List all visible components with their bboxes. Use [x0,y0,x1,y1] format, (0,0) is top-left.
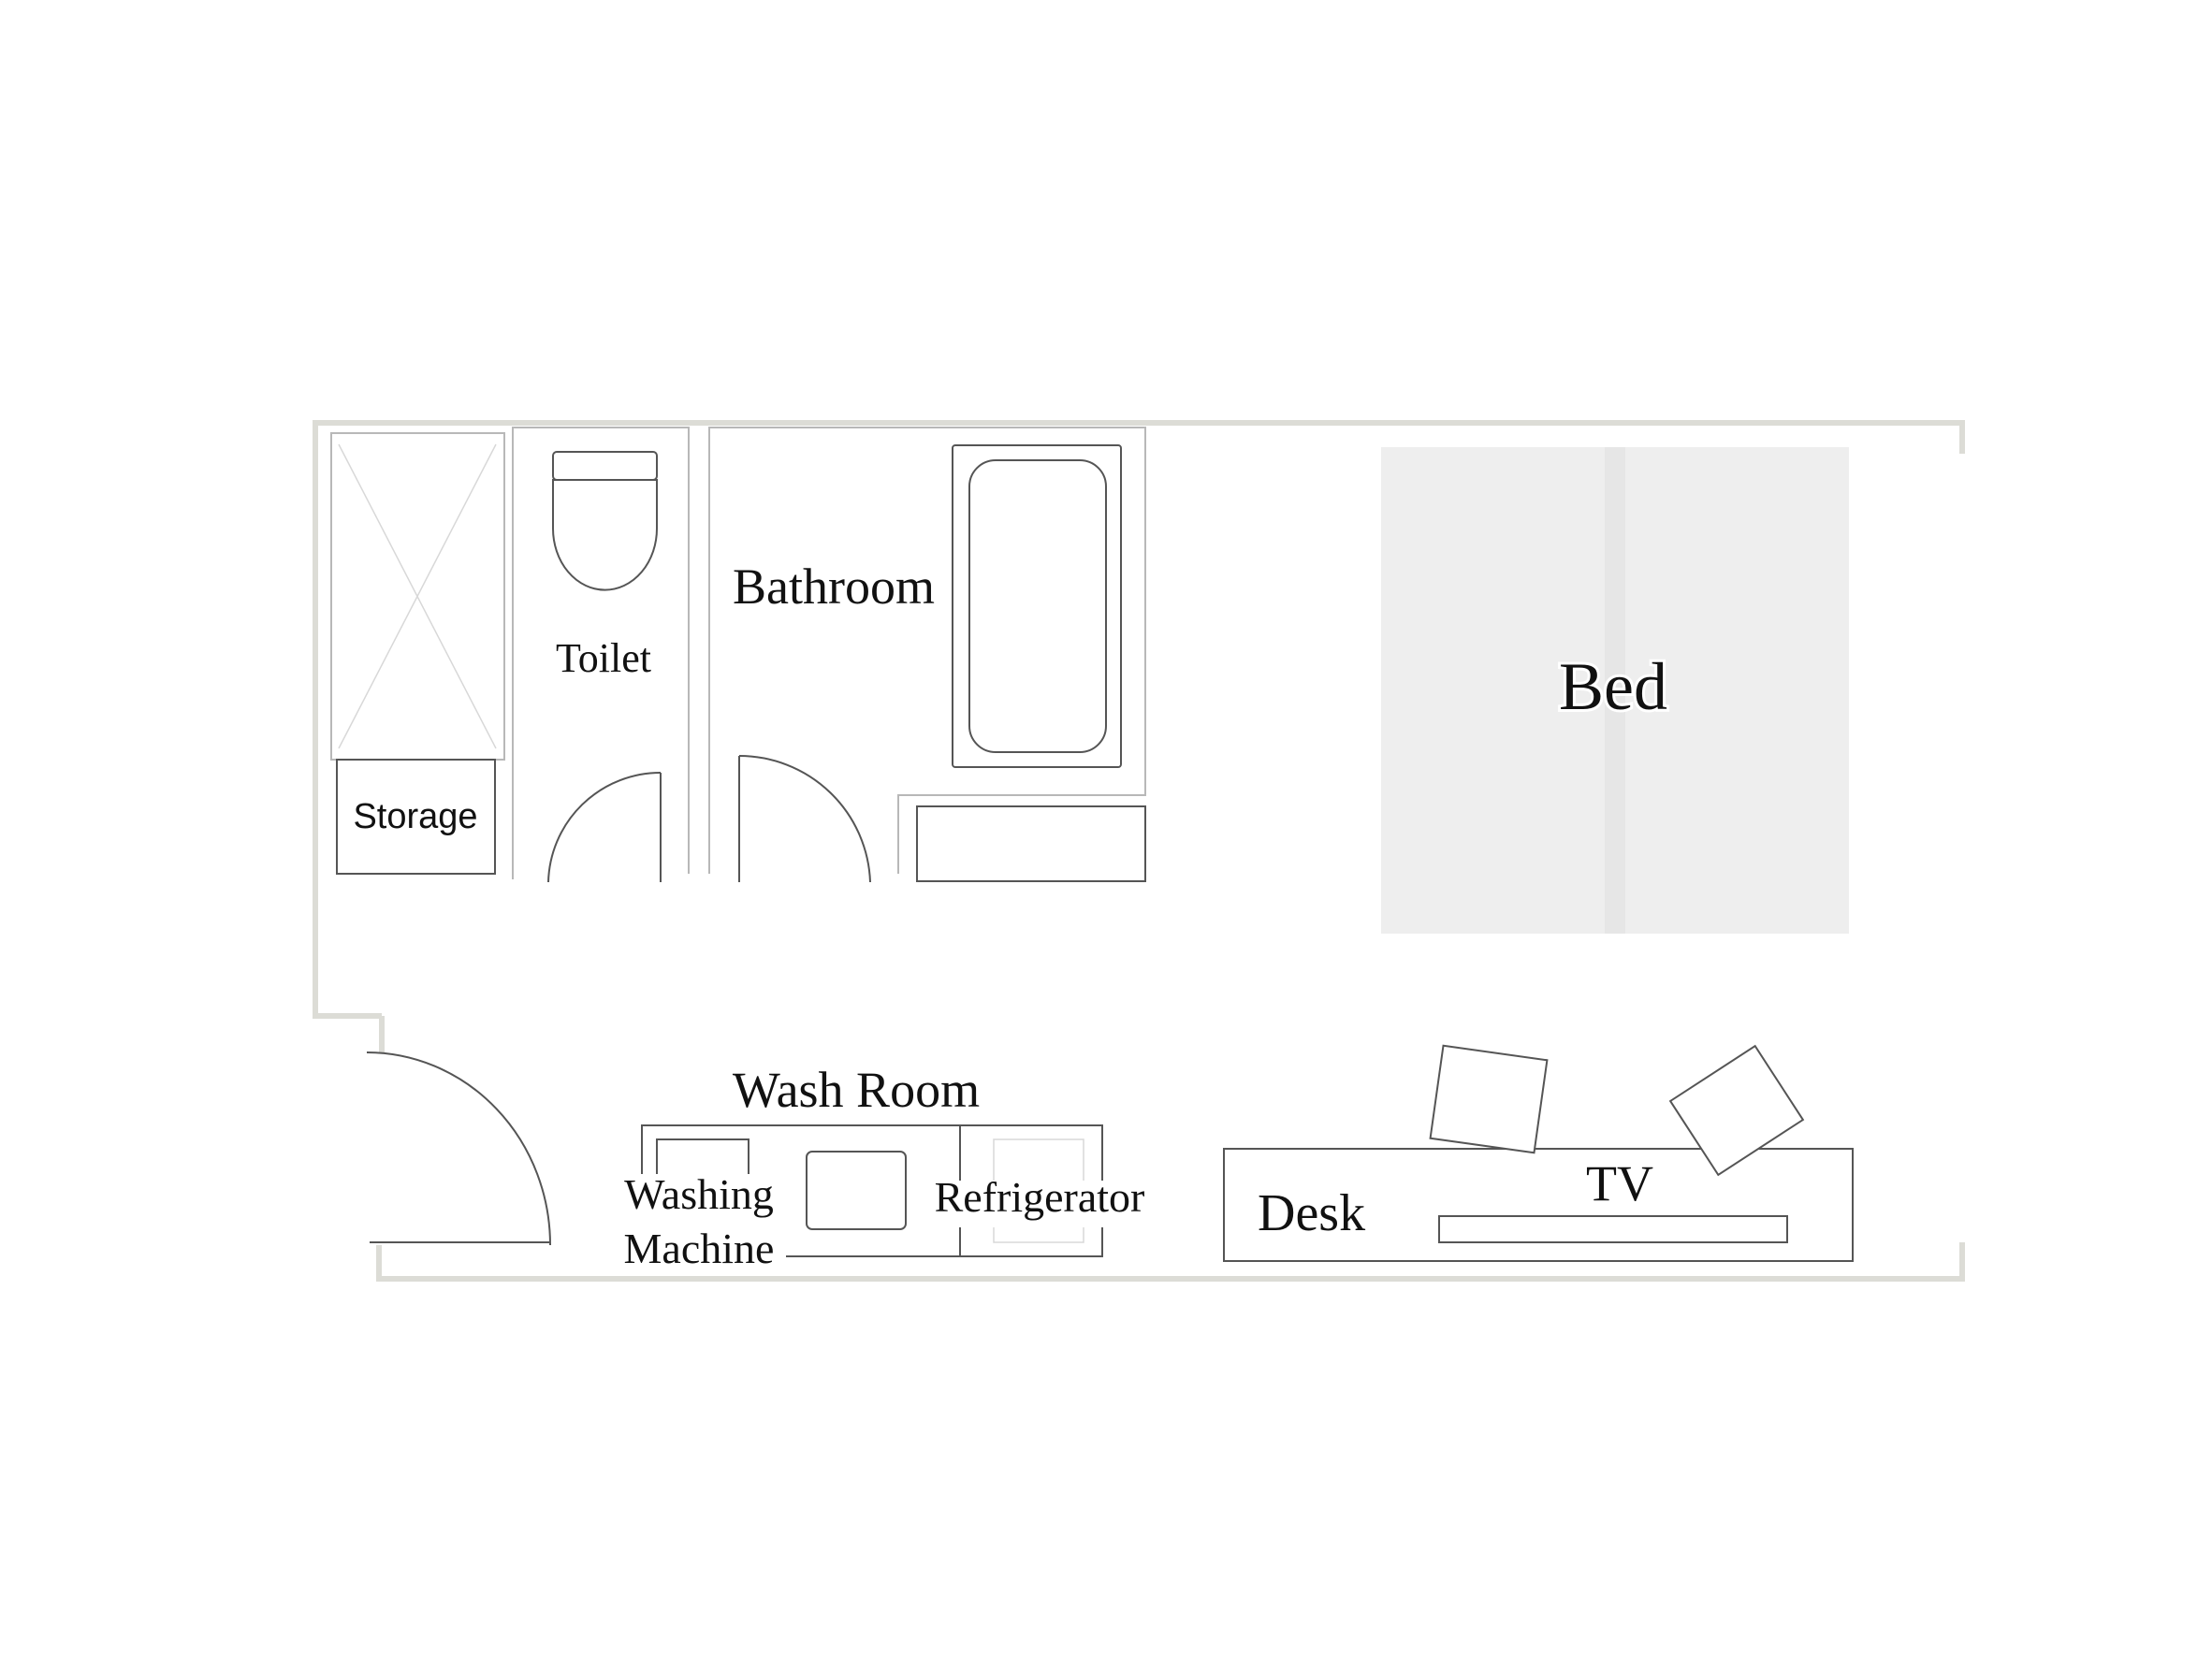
storage-box [336,759,496,875]
desk-area: Desk TV [1223,1044,1854,1262]
bathroom-label: Bathroom [733,558,935,615]
bathroom: Bathroom [708,427,1146,883]
bed-label: Bed [1559,649,1667,724]
washing-machine-label-line1: Washing [624,1170,774,1218]
entrance-door-icon [366,1051,551,1246]
chair-left [1429,1044,1549,1154]
toilet-door-icon [547,772,662,883]
bathroom-door-icon [738,755,871,883]
wash-room-label: Wash Room [733,1062,980,1118]
chair-right [1668,1044,1805,1177]
tv-unit [1438,1215,1788,1243]
bathtub-icon [952,444,1122,768]
refrigerator-label: Refrigerator [935,1173,1145,1221]
sink-icon [806,1151,907,1230]
outer-walls [313,420,1965,1282]
washing-machine-label-line2: Machine [624,1225,775,1272]
bed: Bed [1381,447,1849,934]
wash-room: Wash Room Washing Machine Refrigerator [618,1062,1158,1272]
storage-closet: Storage [330,432,505,875]
desk-label: Desk [1258,1184,1365,1242]
vanity-counter [916,805,1146,882]
toilet-room: Toilet [512,427,690,883]
toilet-label: Toilet [556,635,651,681]
toilet-bowl-icon [552,451,658,591]
tv-label: TV [1586,1155,1653,1211]
storage-label: Storage [353,797,477,836]
